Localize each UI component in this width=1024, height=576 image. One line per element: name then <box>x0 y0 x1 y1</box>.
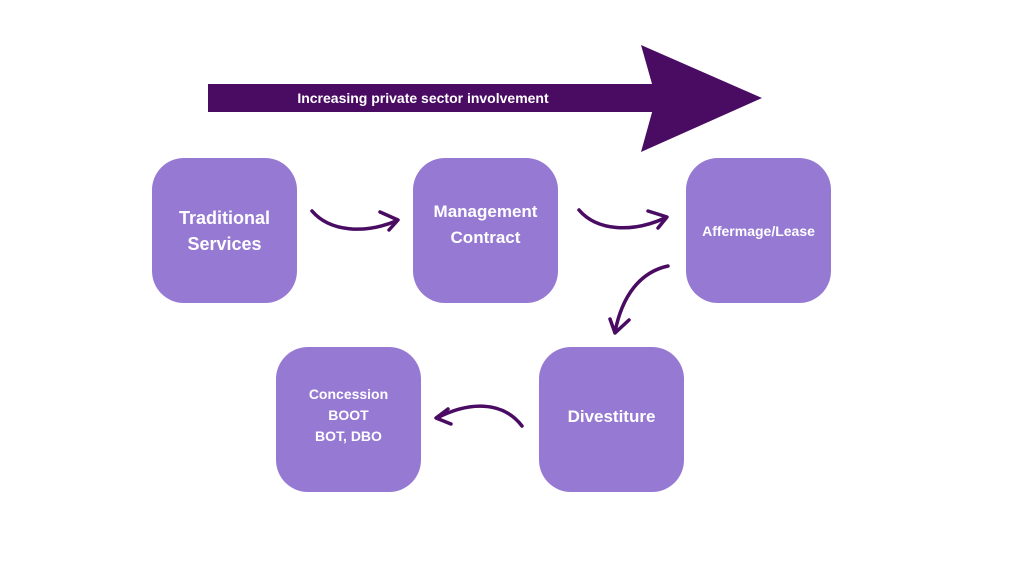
stage-label: Traditional Services <box>178 207 270 254</box>
stage-label: Divestiture <box>567 406 656 426</box>
stage-management-contract: Management Contract <box>413 158 558 303</box>
stage-label: Management Contract <box>433 201 538 247</box>
stage-traditional-services: Traditional Services <box>152 158 297 303</box>
curved-arrow-icon <box>577 208 669 230</box>
banner-label: Increasing private sector involvement <box>297 90 549 106</box>
stage-divestiture: Divestiture <box>539 347 684 492</box>
banner-arrow-head <box>641 45 762 152</box>
stage-concession: Concession BOOT BOT, DBO <box>276 347 421 492</box>
stage-label: Concession BOOT BOT, DBO <box>308 386 389 444</box>
stage-affermage-lease: Affermage/Lease <box>686 158 831 303</box>
right-arrow-icon <box>208 45 762 152</box>
curved-arrow-icon <box>310 209 400 232</box>
stage-label: Affermage/Lease <box>702 222 815 239</box>
curved-arrow-icon <box>608 264 670 335</box>
banner-arrow-shaft <box>208 84 658 112</box>
curved-arrow-icon <box>434 404 524 428</box>
